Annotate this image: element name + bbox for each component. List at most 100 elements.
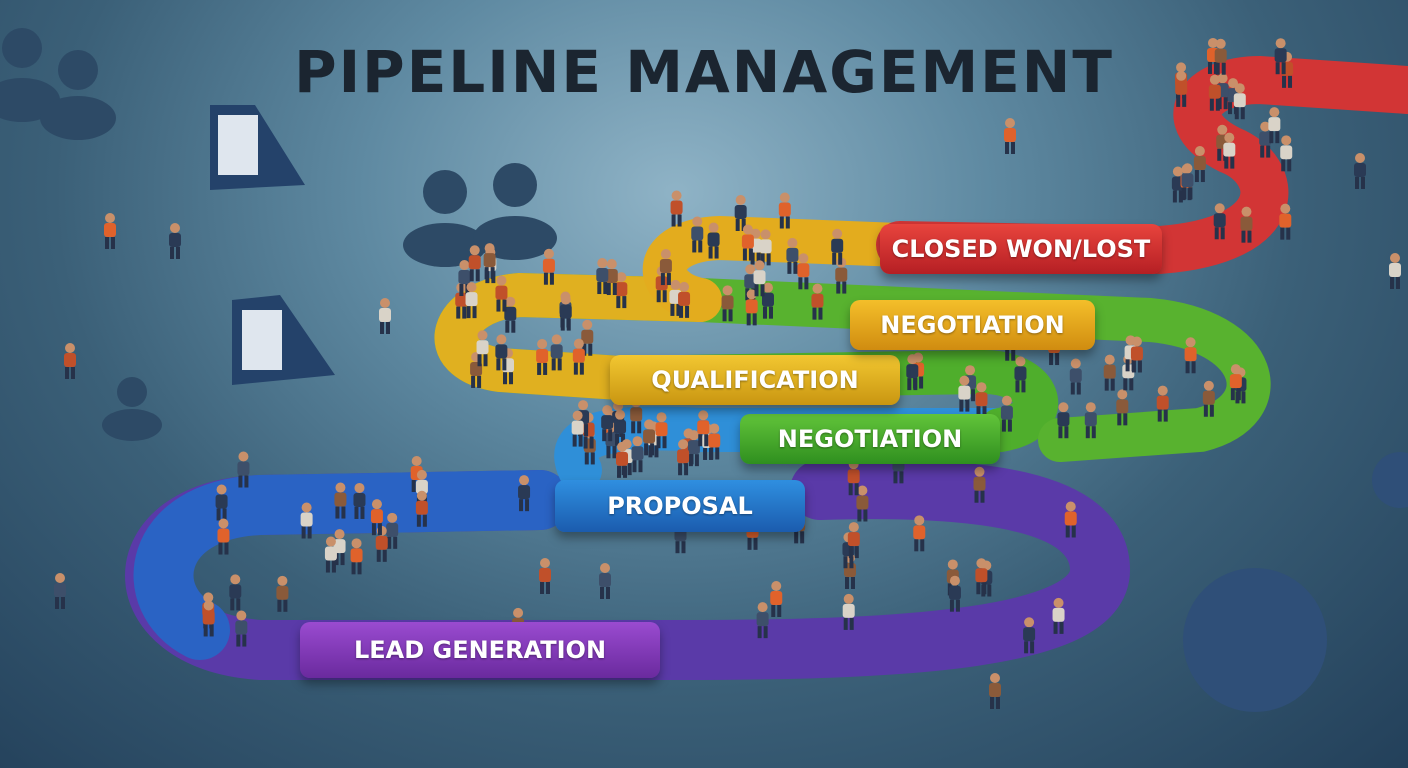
person-figure bbox=[707, 222, 720, 259]
person-figure bbox=[605, 259, 618, 296]
person-figure bbox=[504, 296, 517, 333]
person-figure bbox=[615, 272, 628, 309]
person-figure bbox=[1208, 74, 1221, 111]
person-figure bbox=[797, 253, 810, 290]
person-figure bbox=[1223, 132, 1236, 169]
person-figure bbox=[1052, 597, 1065, 634]
person-figure bbox=[455, 282, 468, 319]
person-figure bbox=[913, 515, 926, 552]
person-figure bbox=[1181, 163, 1194, 200]
person-figure bbox=[973, 466, 986, 503]
person-figure bbox=[761, 282, 774, 319]
stage-qualification: QUALIFICATION bbox=[610, 355, 900, 405]
person-figure bbox=[169, 223, 181, 259]
person-figure bbox=[1193, 146, 1206, 183]
person-figure bbox=[559, 294, 572, 331]
person-figure bbox=[847, 522, 860, 559]
person-figure bbox=[1214, 38, 1227, 75]
person-figure bbox=[215, 484, 228, 521]
person-figure bbox=[708, 423, 721, 460]
person-figure bbox=[571, 410, 584, 447]
person-figure bbox=[601, 405, 614, 442]
person-figure bbox=[1240, 206, 1253, 243]
person-figure bbox=[989, 673, 1001, 709]
person-figure bbox=[495, 275, 508, 312]
person-figure bbox=[697, 410, 710, 447]
person-figure bbox=[518, 475, 531, 512]
person-figure bbox=[1259, 121, 1272, 158]
stage-lead-generation: LEAD GENERATION bbox=[300, 622, 660, 678]
person-figure bbox=[235, 610, 248, 647]
person-figure bbox=[741, 224, 754, 261]
person-figure bbox=[324, 536, 337, 573]
person-figure bbox=[1057, 402, 1070, 439]
person-figure bbox=[1184, 337, 1197, 374]
person-figure bbox=[276, 575, 289, 612]
person-figure bbox=[614, 409, 627, 446]
person-figure bbox=[1130, 336, 1143, 373]
person-figure bbox=[1274, 38, 1287, 75]
person-figure bbox=[599, 563, 611, 599]
person-figure bbox=[1202, 380, 1215, 417]
person-figure bbox=[1064, 501, 1077, 538]
person-figure bbox=[350, 538, 363, 575]
person-figure bbox=[756, 602, 769, 639]
person-figure bbox=[386, 512, 399, 549]
person-figure bbox=[536, 338, 549, 375]
person-figure bbox=[770, 580, 783, 617]
person-figure bbox=[1116, 389, 1129, 426]
person-figure bbox=[415, 490, 428, 527]
person-figure bbox=[539, 558, 551, 594]
page-title: PIPELINE MANAGEMENT bbox=[294, 38, 1114, 106]
person-figure bbox=[643, 419, 656, 456]
person-figure bbox=[1023, 617, 1036, 654]
person-figure bbox=[1280, 135, 1293, 172]
person-figure bbox=[458, 259, 471, 296]
person-figure bbox=[415, 469, 428, 506]
person-figure bbox=[1268, 107, 1281, 144]
person-figure bbox=[217, 518, 230, 555]
person-figure bbox=[1389, 253, 1401, 289]
person-figure bbox=[1156, 385, 1169, 422]
person-figure bbox=[64, 343, 76, 379]
person-figure bbox=[1213, 203, 1226, 240]
stage-negotiation-green: NEGOTIATION bbox=[740, 414, 1000, 464]
stage-closed-won-lost: CLOSED WON/LOST bbox=[880, 224, 1162, 274]
person-figure bbox=[379, 298, 391, 334]
person-figure bbox=[1279, 203, 1292, 240]
person-figure bbox=[300, 502, 313, 539]
person-figure bbox=[572, 338, 585, 375]
person-figure bbox=[778, 192, 791, 229]
person-figure bbox=[104, 213, 116, 249]
person-figure bbox=[370, 499, 383, 536]
person-figure bbox=[670, 190, 683, 227]
person-figure bbox=[745, 289, 758, 326]
person-figure bbox=[759, 229, 772, 266]
profile-card-icons bbox=[210, 105, 335, 385]
person-figure bbox=[495, 334, 508, 371]
person-figure bbox=[1000, 395, 1013, 432]
person-figure bbox=[596, 258, 609, 295]
person-figure bbox=[1069, 358, 1082, 395]
person-figure bbox=[229, 574, 242, 611]
person-figure bbox=[677, 439, 690, 476]
person-figure bbox=[975, 382, 988, 419]
person-figure bbox=[721, 285, 734, 322]
person-figure bbox=[753, 260, 766, 297]
person-figure bbox=[550, 334, 563, 371]
person-figure bbox=[1233, 83, 1246, 120]
person-figure bbox=[678, 281, 691, 318]
person-figure bbox=[476, 330, 489, 367]
person-figure bbox=[1084, 402, 1097, 439]
person-figure bbox=[468, 245, 481, 282]
person-figure bbox=[353, 482, 366, 519]
person-figure bbox=[1004, 118, 1016, 154]
person-figure bbox=[958, 375, 971, 412]
stage-negotiation-orange: NEGOTIATION bbox=[850, 300, 1095, 350]
person-figure bbox=[334, 482, 347, 519]
person-figure bbox=[202, 600, 215, 637]
person-figure bbox=[842, 593, 855, 630]
person-figure bbox=[687, 430, 700, 467]
person-figure bbox=[856, 485, 869, 522]
person-figure bbox=[581, 319, 594, 356]
